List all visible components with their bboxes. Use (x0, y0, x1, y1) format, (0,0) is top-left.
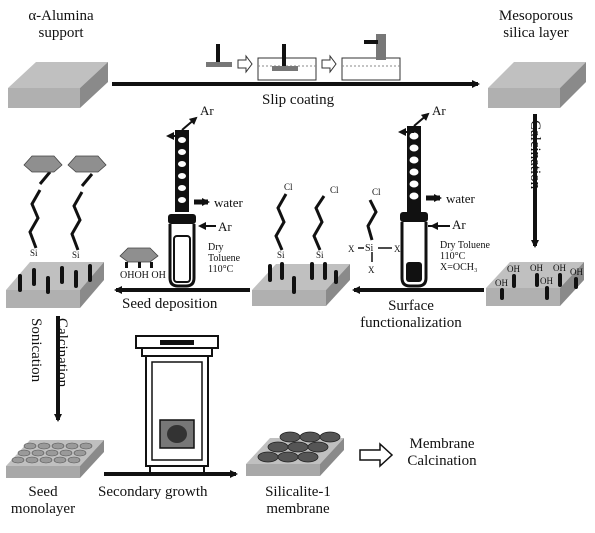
seed-attached-plate: Si Si (6, 155, 107, 308)
seed-monolayer-plate (6, 440, 104, 478)
hydroxylated-plate: OH OH OH OH OH OH (486, 262, 584, 306)
dry-toluene-right: Dry Toluene 110°C X=OCH₃ (440, 240, 490, 273)
functionalized-plate: Si Si Cl Cl (252, 182, 350, 306)
meso-label-line1: Mesoporous (498, 8, 574, 24)
seed-monolayer-line2: monolayer (10, 501, 76, 517)
svg-text:Cl: Cl (330, 185, 339, 195)
alumina-support-plate (8, 62, 108, 108)
seed-crystal-icon (119, 247, 159, 268)
ar-label-right-top: Ar (432, 103, 446, 118)
svg-text:Cl: Cl (284, 182, 293, 192)
surface-func-line2: functionalization (360, 315, 462, 331)
svg-text:Si: Si (365, 243, 374, 254)
svg-text:Si: Si (316, 250, 324, 260)
svg-text:OH: OH (507, 264, 520, 274)
dry-toluene-left: Dry Toluene 110°C (208, 242, 240, 275)
reflux-condenser-left (166, 116, 216, 288)
membrane-calc-line2: Calcination (407, 453, 477, 469)
seed-monolayer-label: Seed monolayer (4, 484, 82, 518)
dry-left-line2: Toluene (208, 253, 241, 264)
membrane-calc-line1: Membrane (409, 436, 475, 452)
surface-func-line1: Surface (388, 298, 434, 314)
silicalite-membrane-plate (246, 431, 344, 476)
svg-text:X: X (368, 265, 375, 275)
silane-reagent: Si X X X Cl (348, 187, 401, 275)
water-label-left: water (214, 195, 243, 210)
svg-text:OH: OH (540, 276, 553, 286)
slip-coating-steps (206, 34, 401, 81)
water-label-right: water (446, 191, 475, 206)
calcination-right-label: Calcination (527, 120, 543, 190)
slip-coating-label: Slip coating (262, 92, 335, 108)
mesoporous-silica-plate (488, 62, 586, 108)
svg-text:Cl: Cl (372, 187, 381, 197)
svg-text:Si: Si (72, 250, 80, 260)
svg-text:X: X (394, 244, 401, 254)
secondary-growth-label: Secondary growth (98, 484, 208, 500)
svg-text:OH: OH (553, 263, 566, 273)
svg-text:X: X (348, 244, 355, 254)
silicalite-line1: Silicalite-1 (265, 484, 331, 500)
alumina-label-line2: support (38, 25, 84, 41)
dry-right-line3: X=OCH₃ (440, 262, 478, 273)
meso-label-line2: silica layer (503, 25, 569, 41)
seed-deposition-label: Seed deposition (122, 296, 218, 312)
dry-right-line1: Dry Toluene (440, 240, 490, 251)
membrane-calcination-arrow (359, 442, 394, 468)
ar-label-left-side: Ar (218, 219, 232, 234)
dry-right-line2: 110°C (440, 251, 466, 262)
alumina-support-label: α-Alumina support (6, 8, 116, 42)
dry-left-line1: Dry (208, 242, 224, 253)
svg-text:Si: Si (30, 248, 38, 258)
membrane-calcination-label: Membrane Calcination (392, 436, 492, 470)
ar-label-left-top: Ar (200, 103, 214, 118)
dry-left-line3: 110°C (208, 264, 234, 275)
alumina-label-line1: α-Alumina (28, 8, 94, 24)
mesoporous-silica-label: Mesoporous silica layer (484, 8, 588, 42)
silicalite-line2: membrane (266, 501, 330, 517)
svg-text:Si: Si (277, 250, 285, 260)
svg-text:OH: OH (530, 263, 543, 273)
sonication-label: Sonication (28, 318, 44, 383)
ar-label-right-side: Ar (452, 217, 466, 232)
svg-text:OH: OH (495, 278, 508, 288)
svg-text:OH: OH (570, 267, 583, 277)
calcination-left-label: Calcination (54, 318, 70, 388)
surface-functionalization-label: Surface functionalization (336, 298, 486, 332)
seed-monolayer-line1: Seed (28, 484, 58, 500)
reflux-condenser-right (398, 112, 450, 288)
seed-oh-label: OHOH OH (120, 270, 166, 281)
silicalite-membrane-label: Silicalite-1 membrane (240, 484, 356, 518)
autoclave-icon (135, 335, 219, 474)
